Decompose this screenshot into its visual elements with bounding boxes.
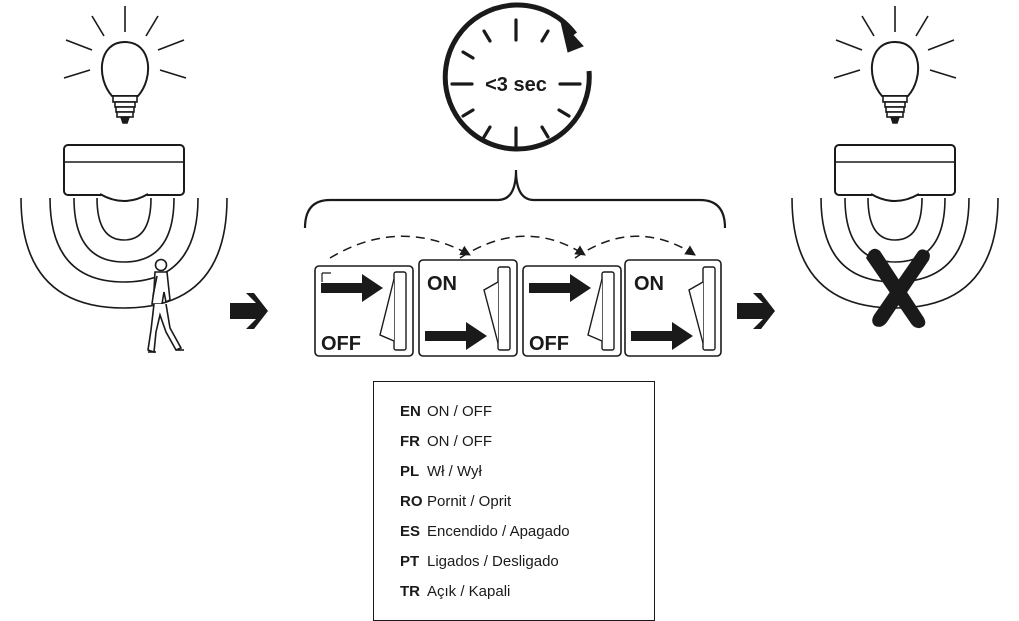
legend-code: PL [400,463,420,480]
switch-label: ON [427,273,457,295]
legend-row: EN ON / OFF [400,403,492,423]
switch-panel-2: ON [418,259,518,357]
light-bulb-left-icon [63,6,187,124]
legend-text: Wł / Wył [427,463,482,480]
arrow-icon [425,322,487,350]
legend-code: TR [400,583,420,600]
legend-text: Ligados / Desligado [427,553,559,570]
switch-label: OFF [321,333,361,355]
switch-panel-4: ON [624,259,722,357]
arrow-icon [529,274,591,302]
switch-panel-1: OFF [314,265,414,357]
legend-text: ON / OFF [427,403,492,420]
motion-sensor-right-icon [834,144,956,202]
light-bulb-right-icon [833,6,957,124]
legend-text: Encendido / Apagado [427,523,570,540]
arrow-icon [321,274,383,302]
legend-row: FR ON / OFF [400,433,492,453]
switch-label: ON [634,273,664,295]
sequence-arrows [329,235,696,259]
legend-row: PT Ligados / Desligado [400,553,559,573]
legend-code: PT [400,553,420,570]
motion-sensor-left-icon [63,144,185,202]
legend-row: ES Encendido / Apagado [400,523,570,543]
legend-code: ES [400,523,421,540]
grouping-brace [303,169,727,229]
legend-row: TR Açık / Kapali [400,583,510,603]
legend-code: RO [400,493,423,510]
switch-panel-3: OFF [522,265,622,357]
walking-person-icon [147,258,184,354]
cross-mark-icon [866,248,930,329]
legend-row: PL Wł / Wył [400,463,482,483]
detection-waves-left-icon [20,197,228,309]
timer-label: <3 sec [485,74,547,96]
switch-label: OFF [529,333,569,355]
timer-clock-icon [442,2,592,152]
arrow-icon [631,322,693,350]
legend-text: Açık / Kapali [427,583,511,600]
legend-code: FR [400,433,420,450]
legend-code: EN [400,403,421,420]
legend-text: ON / OFF [427,433,492,450]
arrow-right-icon [737,293,775,329]
legend-text: Pornit / Oprit [427,493,512,510]
arrow-right-icon [230,293,268,329]
